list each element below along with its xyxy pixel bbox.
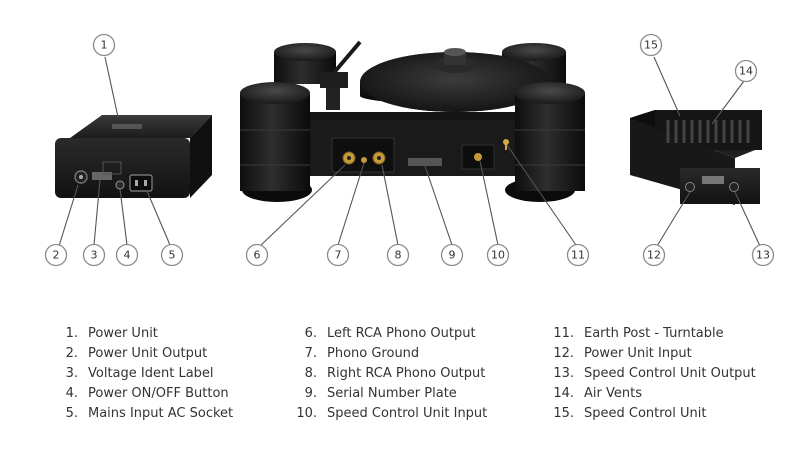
phono-ground <box>361 157 367 163</box>
callout-number: 9 <box>449 249 456 262</box>
legend-column-2: 6. Left RCA Phono Output 7. Phono Ground 8… <box>287 323 487 424</box>
callout-7: 7 <box>326 243 350 267</box>
legend-item: 6. Left RCA Phono Output <box>287 323 487 343</box>
callout-number: 5 <box>169 249 176 262</box>
power-unit-input-socket <box>685 182 695 192</box>
turntable <box>240 40 585 202</box>
legend-number: 1. <box>65 325 78 341</box>
callout-number: 1 <box>101 39 108 52</box>
legend-label: Power Unit <box>88 325 158 341</box>
legend-number: 11. <box>553 325 574 341</box>
power-unit-output-socket <box>74 170 88 184</box>
legend-number: 12. <box>553 345 574 361</box>
callout-5: 5 <box>160 243 184 267</box>
callout-number: 13 <box>756 249 770 262</box>
legend-item: 11. Earth Post - Turntable <box>544 323 756 343</box>
legend-item: 12. Power Unit Input <box>544 343 756 363</box>
legend-item: 2. Power Unit Output <box>48 343 233 363</box>
speed-control-input <box>474 153 482 161</box>
legend-label: Serial Number Plate <box>327 386 457 402</box>
legend-label: Speed Control Unit Input <box>327 406 488 422</box>
callout-number: 7 <box>335 249 342 262</box>
callout-15: 15 <box>639 33 663 57</box>
legend-label: Air Vents <box>584 386 642 402</box>
legend-number: 5. <box>65 406 78 422</box>
legend-item: 4. Power ON/OFF Button <box>48 384 233 404</box>
legend-number: 7. <box>304 345 317 361</box>
legend-number: 10. <box>296 406 317 422</box>
product-diagram: 1 2 3 4 5 6 7 8 9 10 11 12 13 14 15 <box>44 33 775 267</box>
legend-label: Left RCA Phono Output <box>327 325 476 341</box>
callout-8: 8 <box>386 243 410 267</box>
callout-13: 13 <box>751 243 775 267</box>
legend-label: Mains Input AC Socket <box>88 406 234 422</box>
legend-number: 14. <box>553 386 574 402</box>
legend-item: 9. Serial Number Plate <box>287 384 487 404</box>
legend-label: Phono Ground <box>327 345 420 361</box>
legend-number: 15. <box>553 406 574 422</box>
callout-6: 6 <box>245 243 269 267</box>
speed-control-output-socket <box>729 182 739 192</box>
serial-number-plate <box>408 158 442 166</box>
callout-number: 6 <box>254 249 261 262</box>
voltage-ident-label <box>92 172 112 180</box>
legend-label: Speed Control Unit <box>584 406 707 422</box>
legend-item: 15. Speed Control Unit <box>544 404 756 424</box>
callout-11: 11 <box>566 243 590 267</box>
callout-number: 2 <box>53 249 60 262</box>
callout-number: 11 <box>571 249 585 262</box>
callout-number: 15 <box>644 39 658 52</box>
callout-10: 10 <box>486 243 510 267</box>
legend-number: 6. <box>304 325 317 341</box>
legend-label: Power ON/OFF Button <box>88 386 229 402</box>
callout-12: 12 <box>642 243 666 267</box>
power-button <box>115 180 125 190</box>
callout-number: 12 <box>647 249 661 262</box>
legend-item: 7. Phono Ground <box>287 343 487 363</box>
legend-label: Right RCA Phono Output <box>327 365 486 381</box>
legend-number: 4. <box>65 386 78 402</box>
legend-number: 9. <box>304 386 317 402</box>
legend-column-1: 1. Power Unit 2. Power Unit Output 3. Volta… <box>48 323 234 424</box>
callout-9: 9 <box>440 243 464 267</box>
callout-number: 8 <box>395 249 402 262</box>
legend-label: Power Unit Input <box>584 345 692 361</box>
callout-4: 4 <box>115 243 139 267</box>
legend-label: Speed Control Unit Output <box>584 365 756 381</box>
legend-item: 1. Power Unit <box>48 323 233 343</box>
legend-item: 10. Speed Control Unit Input <box>287 404 487 424</box>
callout-number: 14 <box>739 65 753 78</box>
legend-item: 8. Right RCA Phono Output <box>287 363 487 383</box>
legend-number: 13. <box>553 365 574 381</box>
callout-number: 4 <box>124 249 131 262</box>
air-vents <box>666 120 750 143</box>
legend-item: 13. Speed Control Unit Output <box>544 363 756 383</box>
legend-item: 3. Voltage Ident Label <box>48 363 233 383</box>
legend-label: Voltage Ident Label <box>88 365 214 381</box>
speed-control-unit <box>630 110 762 205</box>
legend-column-3: 11. Earth Post - Turntable 12. Power Unit … <box>544 323 756 424</box>
legend-item: 14. Air Vents <box>544 384 756 404</box>
legend-label: Power Unit Output <box>88 345 208 361</box>
callout-number: 10 <box>491 249 505 262</box>
power-unit <box>55 115 212 198</box>
legend-number: 2. <box>65 345 78 361</box>
leader-lines <box>58 56 761 247</box>
mains-ac-socket <box>129 174 153 192</box>
callout-14: 14 <box>734 59 758 83</box>
legend-item: 5. Mains Input AC Socket <box>48 404 234 424</box>
callout-number: 3 <box>91 249 98 262</box>
callout-3: 3 <box>82 243 106 267</box>
callout-1: 1 <box>92 33 116 57</box>
callout-2: 2 <box>44 243 68 267</box>
legend-number: 3. <box>65 365 78 381</box>
legend-label: Earth Post - Turntable <box>584 325 724 341</box>
legend-number: 8. <box>304 365 317 381</box>
parts-legend: 1. Power Unit 2. Power Unit Output 3. Volta… <box>0 323 800 433</box>
